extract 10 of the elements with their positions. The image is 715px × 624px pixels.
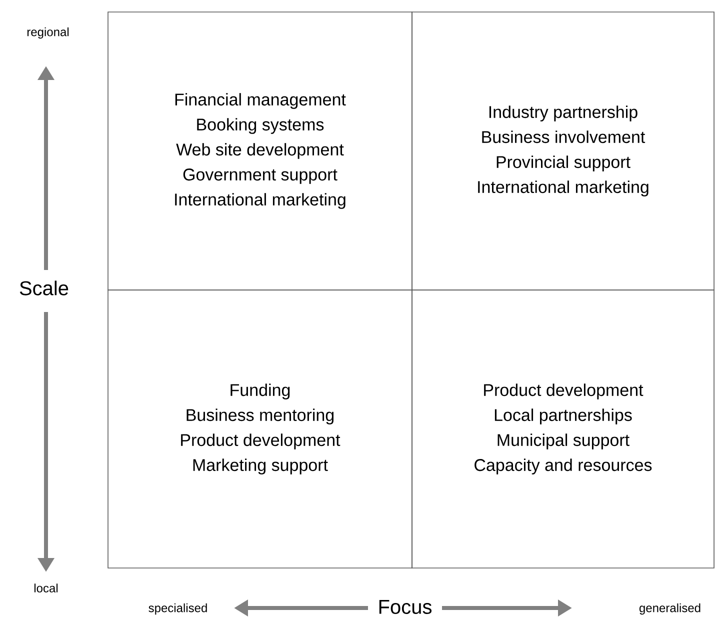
axis-label: regional	[27, 27, 69, 39]
axis-label: Scale	[20, 280, 68, 296]
quadrant-box: Funding Business mentoring Product development Marketing support	[108, 290, 412, 568]
quadrant-box: Product development Local partnerships Municipal support Capacity and resources	[412, 290, 714, 568]
axis-label: generalised	[639, 603, 700, 615]
axis-label: Focus	[379, 600, 432, 614]
axis-label: local	[34, 584, 58, 592]
quadrant-box: Financial management Booking systems Web site development Government support International marketing	[108, 12, 412, 290]
axis-label: specialised	[148, 603, 207, 615]
quadrant-box: Industry partnership Business involvement Provincial support International marketing	[412, 12, 714, 290]
